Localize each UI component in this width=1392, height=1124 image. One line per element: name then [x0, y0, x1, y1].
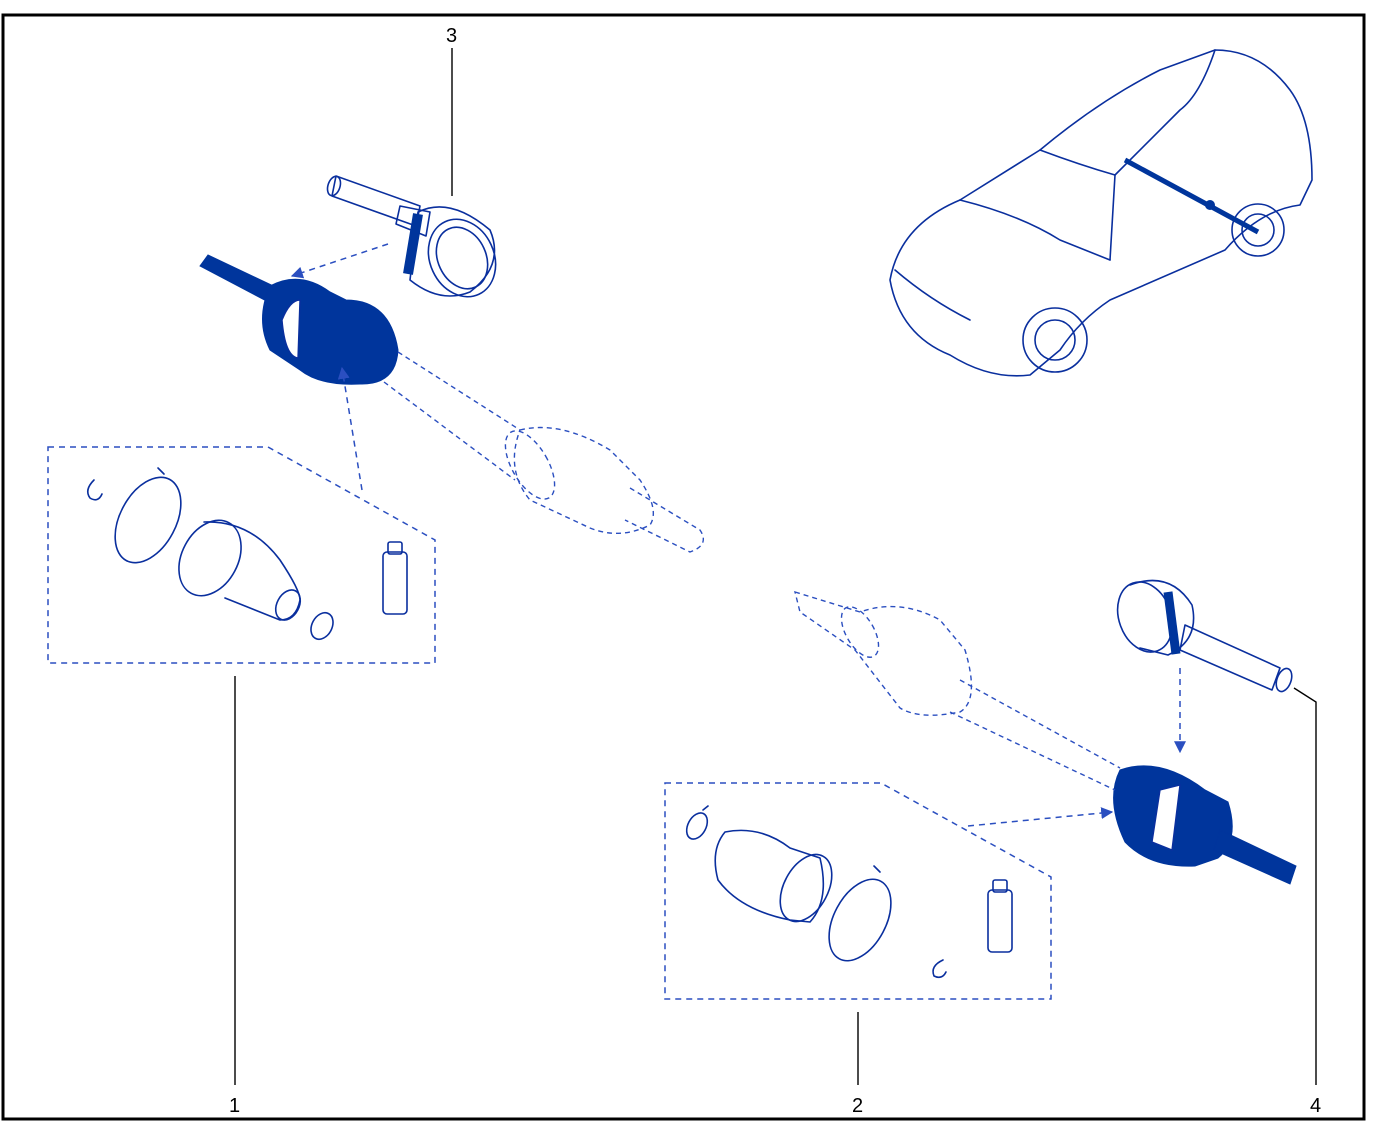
boot-kit-1 [47, 446, 436, 664]
left-driveshaft-inner [199, 254, 399, 385]
arrow-kit1-to-shaft [337, 366, 363, 491]
left-driveshaft-ghost [383, 351, 704, 553]
callout-2: 2 [852, 1095, 863, 1117]
spline-ring-icon [403, 213, 423, 275]
outer-cv-joint-part-4 [1116, 579, 1293, 693]
callout-3: 3 [446, 25, 457, 47]
callout-1: 1 [229, 1095, 240, 1117]
callout-4: 4 [1310, 1095, 1321, 1117]
outer-cv-joint-part-3 [326, 175, 497, 298]
right-driveshaft-ghost [794, 590, 1121, 791]
arrow-kit2-to-shaft [967, 807, 1114, 827]
suv-vehicle-icon [889, 49, 1313, 377]
arrow-joint-to-shaft [290, 243, 389, 279]
boot-kit-2 [664, 782, 1052, 1000]
diagram-frame [1, 13, 1366, 1121]
leader-4 [1293, 687, 1317, 1085]
right-driveshaft-inner [1113, 765, 1297, 885]
